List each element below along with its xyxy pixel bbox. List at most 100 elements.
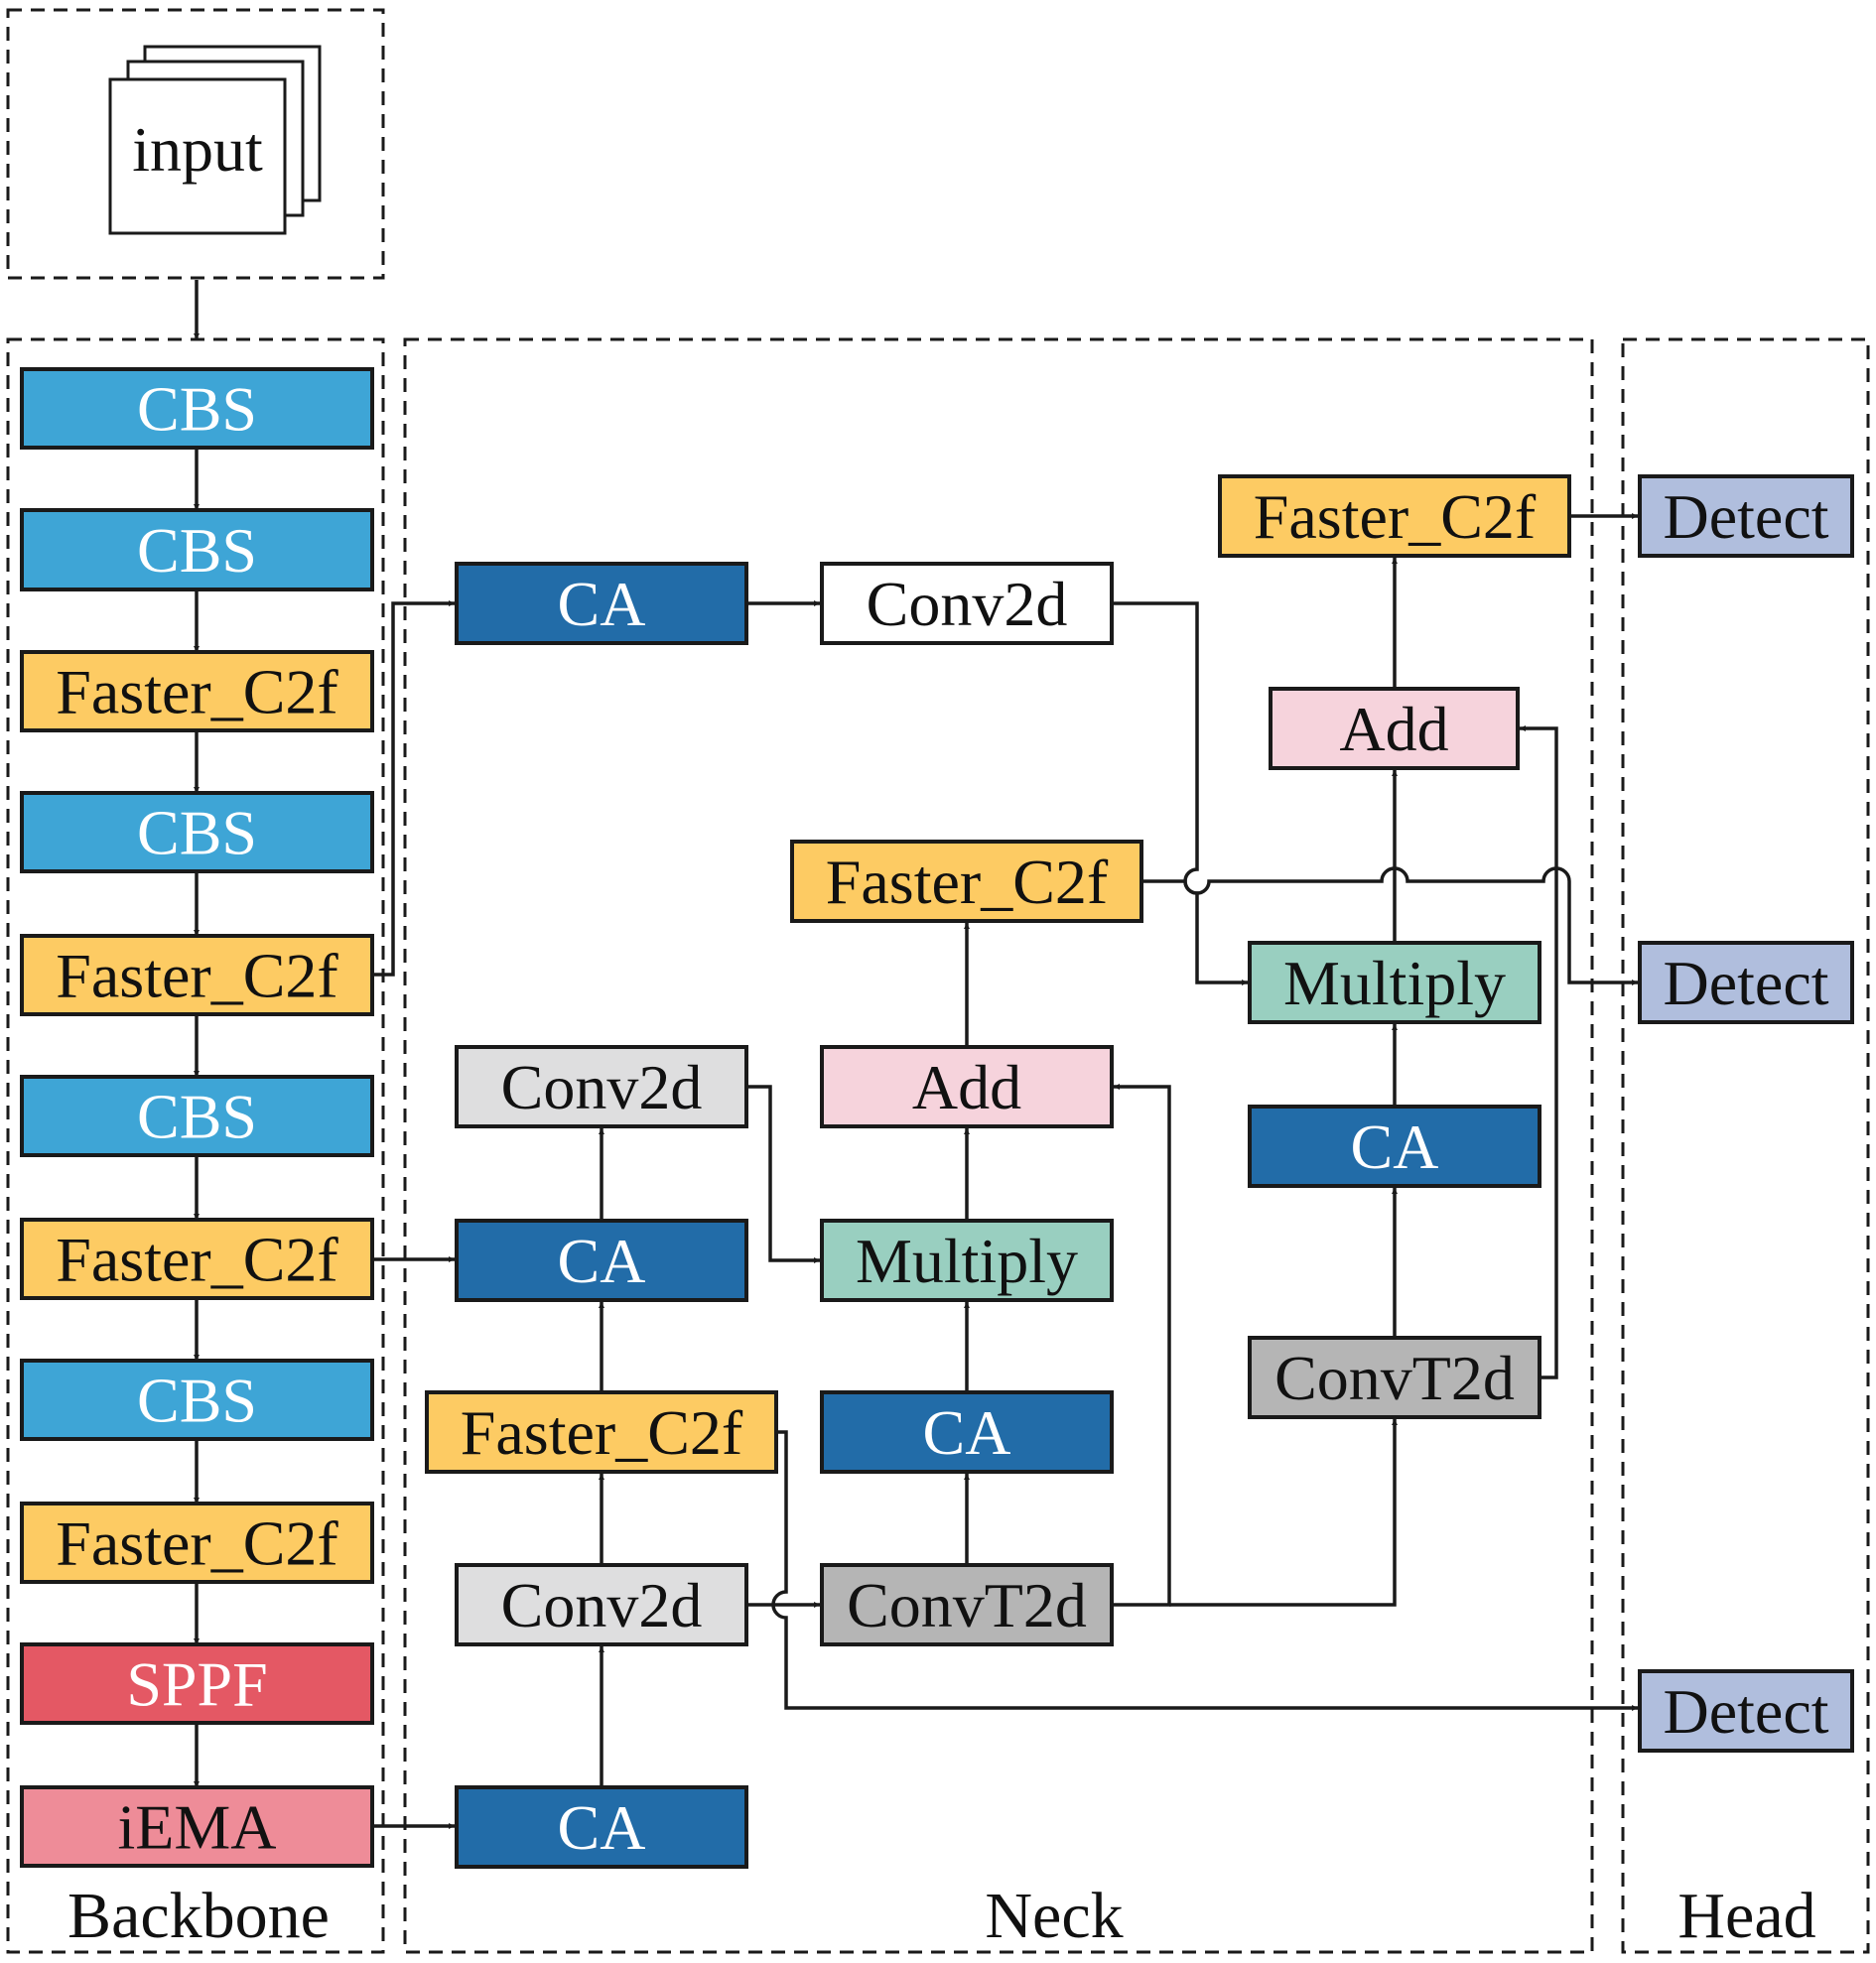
node-label: CBS xyxy=(137,374,257,445)
node-label: Faster_C2f xyxy=(56,1508,338,1579)
node-nk-ca-c3: CA xyxy=(1248,1105,1541,1188)
input-label: input xyxy=(132,114,263,185)
node-nk-conv-mid: Conv2d xyxy=(455,1045,748,1128)
node-label: Multiply xyxy=(856,1226,1078,1296)
node-label: CA xyxy=(1351,1112,1439,1182)
node-label: ConvT2d xyxy=(847,1570,1087,1640)
add-box xyxy=(1269,687,1520,770)
node-nk-mul-mid: Multiply xyxy=(820,1219,1114,1302)
node-nk-add-top: Add xyxy=(1269,687,1520,770)
edge-fc2-to-ca-top xyxy=(372,600,455,977)
faster-c2f-box xyxy=(790,840,1143,923)
conv2d-white-box xyxy=(820,562,1114,645)
nodes-layer: CBSCBSFaster_C2fCBSFaster_C2fCBSFaster_C… xyxy=(20,367,1854,1869)
edge-conv2d-mid-to-multiply-mid xyxy=(746,1085,820,1263)
multiply-box xyxy=(1248,941,1541,1024)
ca-box xyxy=(1248,1105,1541,1188)
ca-box xyxy=(455,1219,748,1302)
sppf-box xyxy=(20,1642,374,1725)
node-hd-detect1: Detect xyxy=(1638,474,1854,558)
edge-convt-top-to-add-top xyxy=(1520,725,1558,1379)
node-label: Faster_C2f xyxy=(56,1225,338,1295)
node-nk-mul-top: Multiply xyxy=(1248,941,1541,1024)
node-nk-conv-low: Conv2d xyxy=(455,1563,748,1646)
node-hd-detect2: Detect xyxy=(1638,941,1854,1024)
node-label: Faster_C2f xyxy=(56,941,338,1011)
node-nk-add-mid: Add xyxy=(820,1045,1114,1128)
detect-box xyxy=(1638,1669,1854,1753)
neck-frame xyxy=(403,337,1594,1954)
node-label: Faster_C2f xyxy=(56,657,338,727)
conv2d-light-box xyxy=(455,1045,748,1128)
node-label: Add xyxy=(912,1052,1021,1122)
convt2d-box xyxy=(1248,1336,1541,1419)
node-bb-fc1: Faster_C2f xyxy=(20,650,374,732)
add-box xyxy=(820,1045,1114,1128)
faster-c2f-box xyxy=(20,650,374,732)
node-label: Faster_C2f xyxy=(826,847,1109,917)
cbs-box xyxy=(20,367,374,450)
node-nk-convt-mid: ConvT2d xyxy=(820,1563,1114,1646)
node-label: Faster_C2f xyxy=(461,1397,743,1468)
detect-box xyxy=(1638,474,1854,558)
node-label: Conv2d xyxy=(867,569,1068,639)
node-label: iEMA xyxy=(118,1792,277,1863)
node-label: Conv2d xyxy=(501,1052,703,1122)
cbs-box xyxy=(20,1075,374,1157)
faster-c2f-box xyxy=(20,1502,374,1584)
faster-c2f-box xyxy=(20,1218,374,1300)
cbs-box xyxy=(20,508,374,591)
node-bb-fc3: Faster_C2f xyxy=(20,1218,374,1300)
node-bb-iema: iEMA xyxy=(20,1785,374,1868)
edge-convt-mid-to-add-mid xyxy=(1112,1084,1171,1607)
node-label: SPPF xyxy=(126,1649,267,1720)
node-label: CA xyxy=(558,1226,646,1296)
conv2d-light-box xyxy=(455,1563,748,1646)
faster-c2f-box xyxy=(1218,474,1571,558)
node-label: CA xyxy=(558,569,646,639)
multiply-box xyxy=(820,1219,1114,1302)
node-label: CA xyxy=(558,1792,646,1863)
node-nk-fc-low: Faster_C2f xyxy=(425,1390,778,1474)
node-label: CA xyxy=(923,1397,1011,1468)
cbs-box xyxy=(20,791,374,873)
ca-box xyxy=(455,562,748,645)
node-nk-fc-mid: Faster_C2f xyxy=(790,840,1143,923)
ca-box xyxy=(820,1390,1114,1474)
node-nk-conv-top: Conv2d xyxy=(820,562,1114,645)
node-label: CBS xyxy=(137,1082,257,1152)
node-nk-ca-c2: CA xyxy=(820,1390,1114,1474)
convt2d-box xyxy=(820,1563,1114,1646)
node-bb-cbs5: CBS xyxy=(20,1359,374,1441)
edge-conv2d-to-multiply-top xyxy=(1112,601,1248,985)
edge-convt-mid-to-convt-top xyxy=(1169,1419,1398,1607)
node-nk-convt-top: ConvT2d xyxy=(1248,1336,1541,1419)
section-title-head: Head xyxy=(1677,1880,1815,1952)
node-bb-cbs3: CBS xyxy=(20,791,374,873)
detect-box xyxy=(1638,941,1854,1024)
input-frame xyxy=(6,8,385,280)
node-label: Conv2d xyxy=(501,1570,703,1640)
node-label: CBS xyxy=(137,798,257,868)
node-label: Detect xyxy=(1664,481,1829,552)
edge-fc-low-to-detect3 xyxy=(771,1430,1638,1711)
node-label: Multiply xyxy=(1283,948,1506,1018)
node-label: CBS xyxy=(137,515,257,586)
node-label: Faster_C2f xyxy=(1254,481,1537,552)
node-label: Detect xyxy=(1664,948,1829,1018)
section-title-neck: Neck xyxy=(985,1880,1123,1952)
section-title-backbone: Backbone xyxy=(67,1880,330,1952)
cbs-box xyxy=(20,1359,374,1441)
node-label: ConvT2d xyxy=(1274,1343,1515,1413)
node-nk-ca-top: CA xyxy=(455,562,748,645)
faster-c2f-box xyxy=(20,934,374,1016)
node-bb-sppf: SPPF xyxy=(20,1642,374,1725)
node-nk-ca-mid: CA xyxy=(455,1219,748,1302)
ca-box xyxy=(455,1785,748,1869)
node-bb-fc2: Faster_C2f xyxy=(20,934,374,1016)
head-frame xyxy=(1621,337,1870,1954)
node-nk-ca-bottom: CA xyxy=(455,1785,748,1869)
input-stack-icon: input xyxy=(108,45,322,235)
node-hd-detect3: Detect xyxy=(1638,1669,1854,1753)
